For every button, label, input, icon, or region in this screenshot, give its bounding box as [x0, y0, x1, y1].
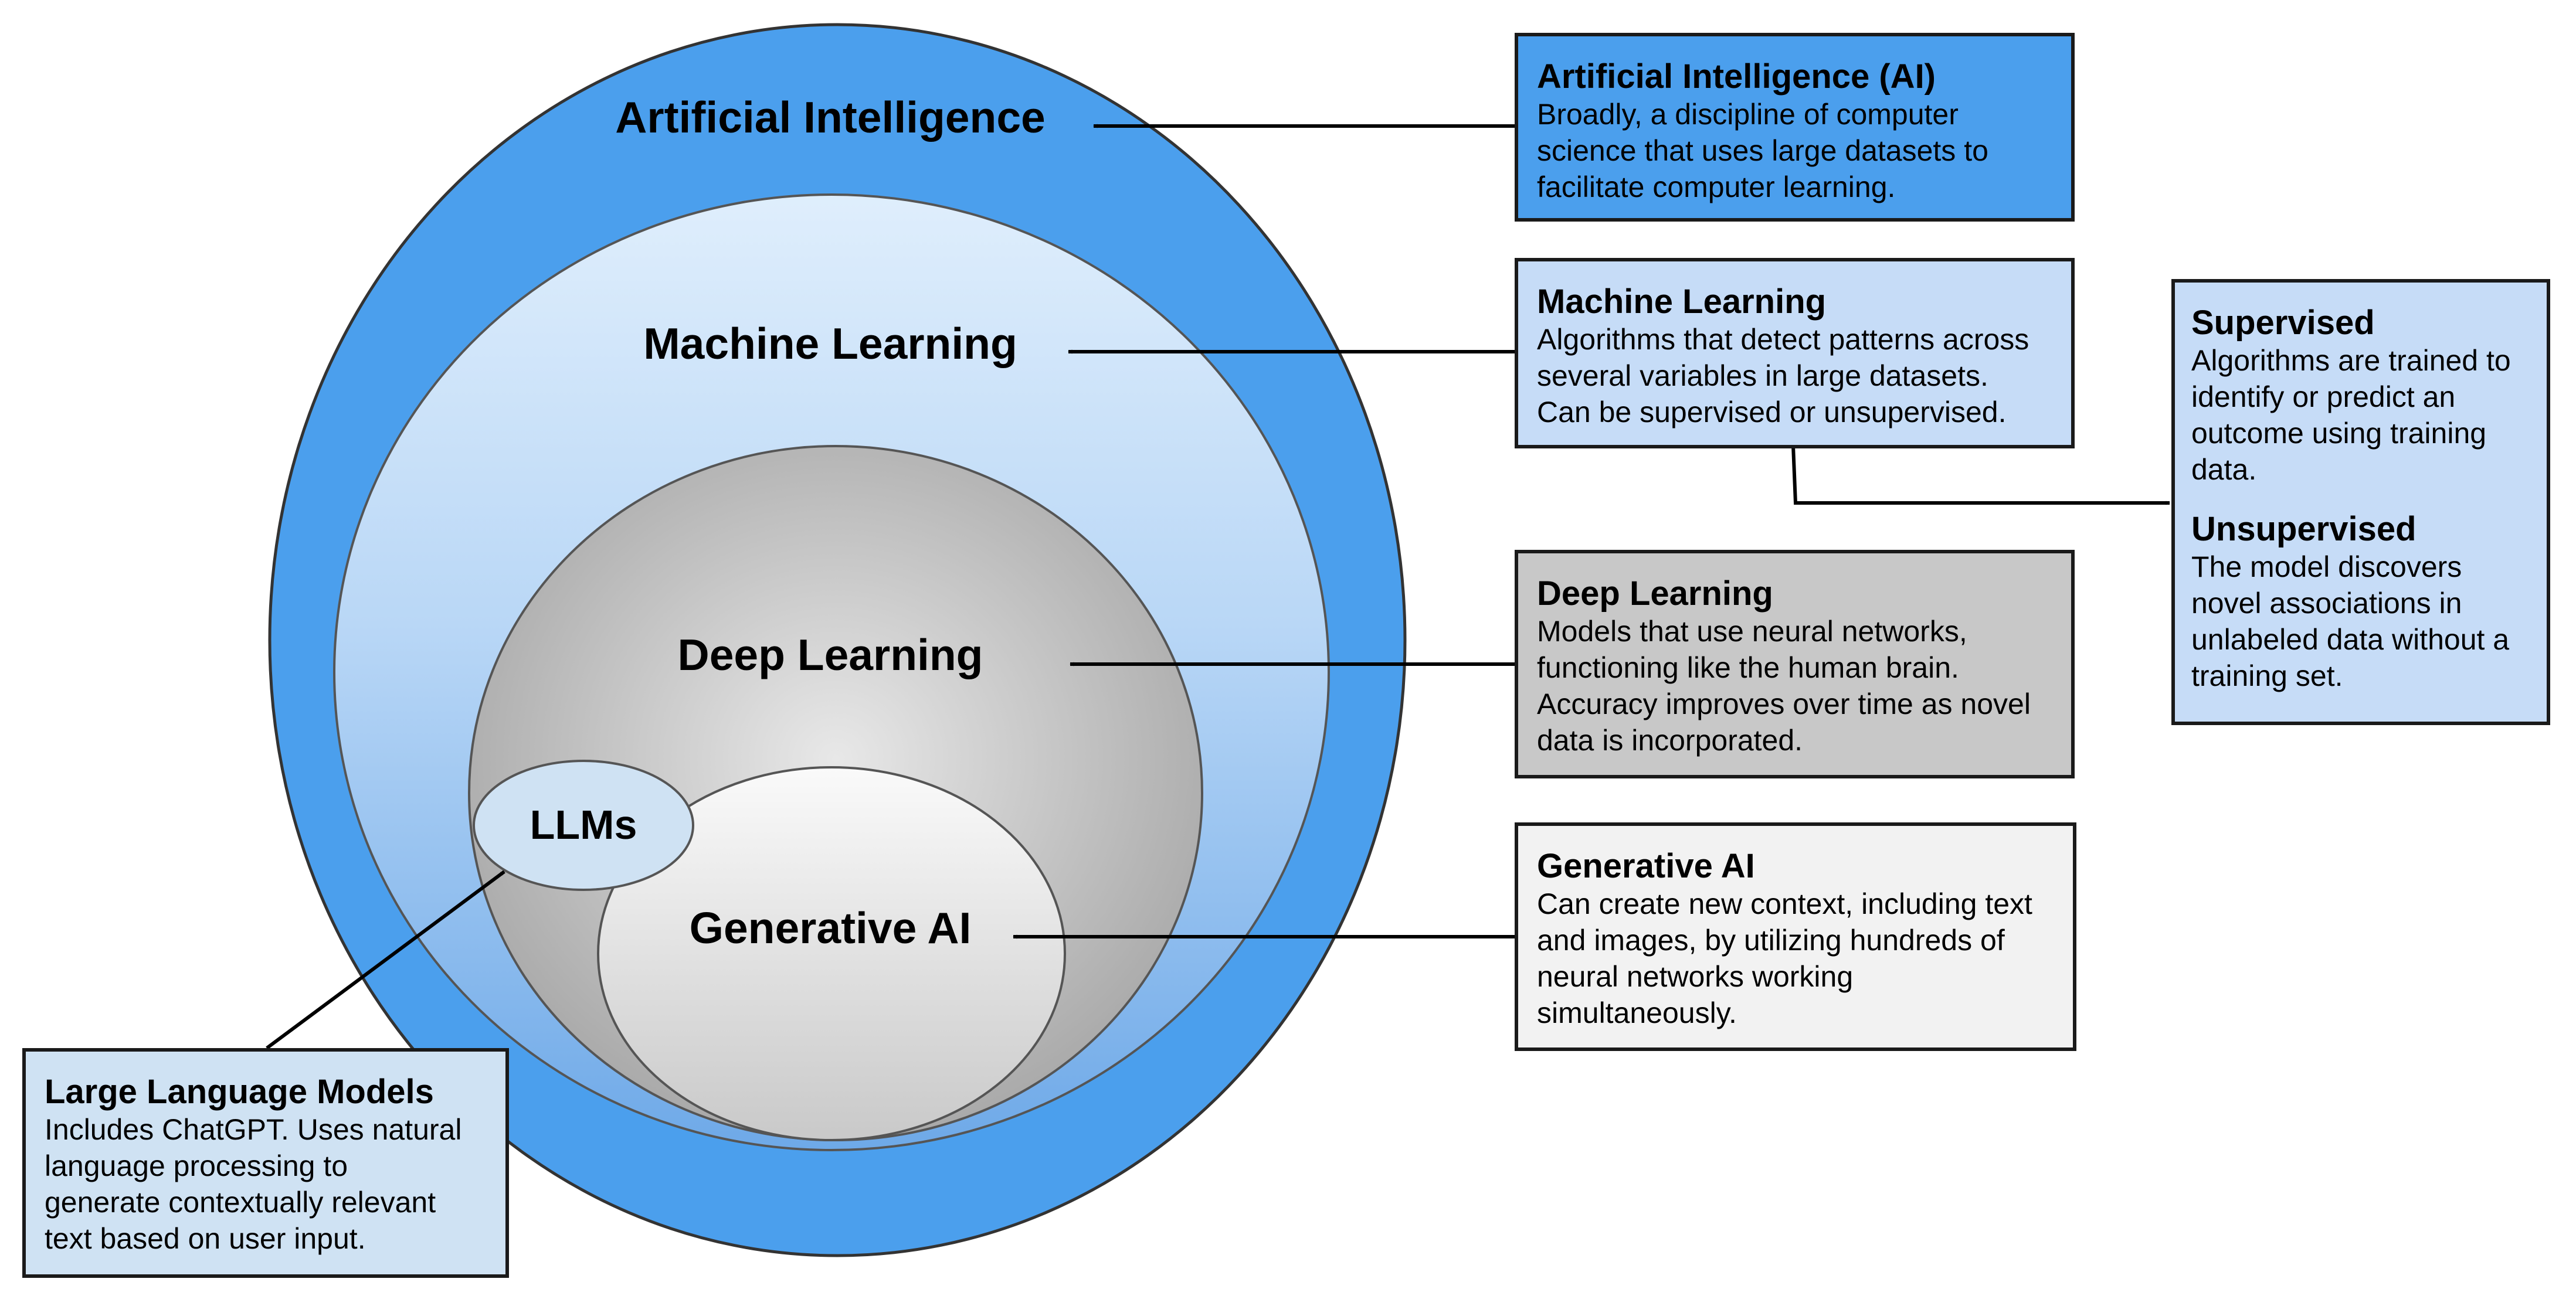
llm-info-box: Large Language Models Includes ChatGPT. …: [22, 1048, 509, 1278]
ml-info-box: Machine Learning Algorithms that detect …: [1515, 258, 2075, 448]
llm-box-text: generate contextually relevant: [45, 1186, 436, 1219]
ai-box-text: Broadly, a discipline of computer: [1537, 98, 1959, 131]
ai-box-title: Artificial Intelligence (AI): [1537, 57, 1936, 96]
ml-box-text: Algorithms that detect patterns across: [1537, 323, 2029, 356]
supervised-text: identify or predict an: [2191, 380, 2456, 413]
unsupervised-title: Unsupervised: [2191, 510, 2417, 548]
unsupervised-text: training set.: [2191, 659, 2343, 692]
generative-ai-info-box: Generative AI Can create new context, in…: [1515, 822, 2076, 1051]
unsupervised-text: novel associations in: [2191, 587, 2462, 620]
dl-circle-label: Deep Learning: [677, 630, 983, 679]
dl-box-text: data is incorporated.: [1537, 724, 1803, 757]
generative-ai-circle-label: Generative AI: [689, 903, 972, 953]
learning-types-box: Supervised Algorithms are trained to ide…: [2171, 279, 2550, 725]
generative-ai-box-text: Can create new context, including text: [1537, 887, 2032, 920]
llms-label: LLMs: [530, 802, 637, 848]
ml-box-text: Can be supervised or unsupervised.: [1537, 396, 2007, 428]
unsupervised-text: The model discovers: [2191, 550, 2462, 583]
dl-box-title: Deep Learning: [1537, 574, 1773, 613]
supervised-text: Algorithms are trained to: [2191, 344, 2511, 377]
ai-circle-label: Artificial Intelligence: [615, 93, 1046, 142]
ml-box-text: several variables in large datasets.: [1537, 359, 1988, 392]
llm-box-title: Large Language Models: [45, 1073, 434, 1111]
ml-box-title: Machine Learning: [1537, 283, 1827, 321]
ai-box-text: facilitate computer learning.: [1537, 171, 1896, 203]
supervised-text: outcome using training: [2191, 417, 2487, 450]
dl-box-text: functioning like the human brain.: [1537, 651, 1959, 684]
llm-box-text: text based on user input.: [45, 1222, 366, 1255]
generative-ai-box-text: neural networks working: [1537, 960, 1854, 993]
generative-ai-box-title: Generative AI: [1537, 847, 1755, 885]
ai-info-box: Artificial Intelligence (AI) Broadly, a …: [1515, 33, 2075, 222]
dl-box-text: Accuracy improves over time as novel: [1537, 688, 2031, 720]
generative-ai-box-text: and images, by utilizing hundreds of: [1537, 924, 2005, 957]
llms-ellipse: [473, 760, 694, 891]
generative-ai-circle: [597, 766, 1066, 1141]
generative-ai-box-text: simultaneously.: [1537, 996, 1737, 1029]
ml-circle-label: Machine Learning: [643, 319, 1017, 368]
ai-box-text: science that uses large datasets to: [1537, 134, 1988, 167]
llm-box-text: Includes ChatGPT. Uses natural: [45, 1113, 462, 1146]
llm-arrow: [266, 870, 505, 1050]
supervised-text: data.: [2191, 453, 2257, 486]
unsupervised-text: unlabeled data without a: [2191, 623, 2510, 656]
supervised-title: Supervised: [2191, 304, 2375, 342]
dl-info-box: Deep Learning Models that use neural net…: [1515, 550, 2075, 778]
llm-box-text: language processing to: [45, 1149, 348, 1182]
dl-box-text: Models that use neural networks,: [1537, 615, 1967, 648]
ml-to-learning-types-connector: [1791, 445, 2170, 505]
